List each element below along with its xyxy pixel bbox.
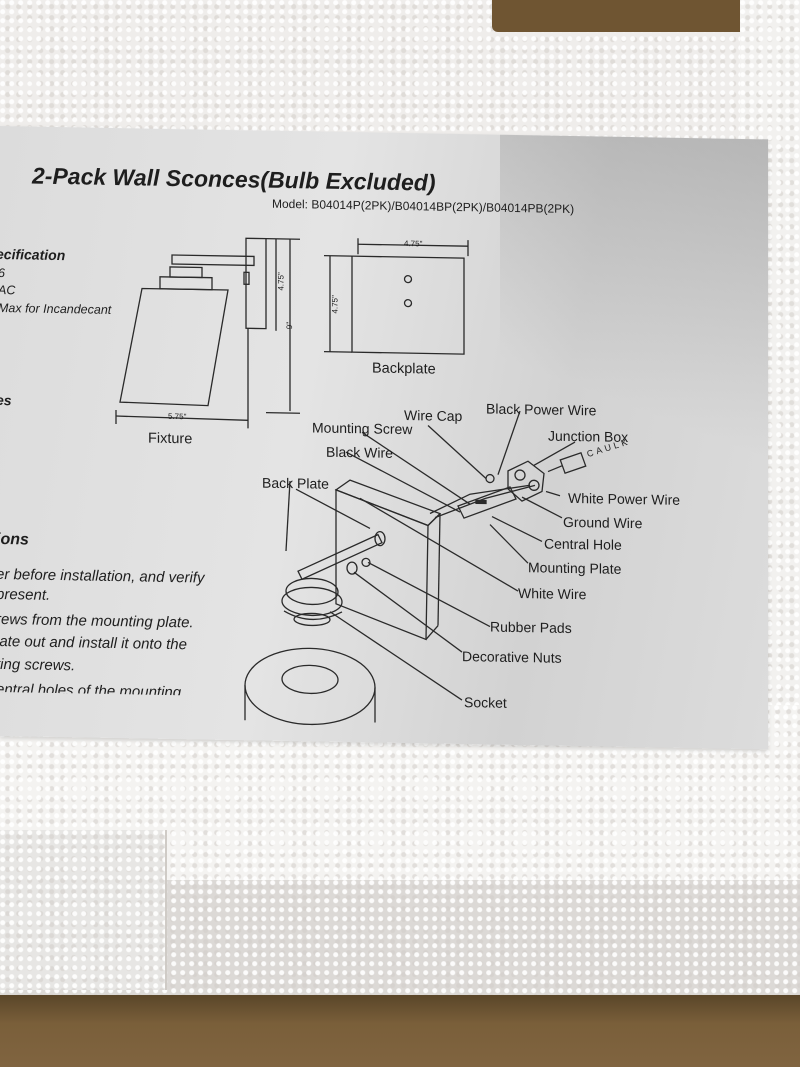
styrofoam-step (0, 830, 167, 990)
label-socket: Socket (464, 694, 507, 711)
backplate-drawing (324, 238, 469, 355)
label-rubber-pads: Rubber Pads (490, 618, 572, 636)
label-white-wire: White Wire (518, 585, 587, 603)
backplate-height-dim: 4.75" (330, 295, 340, 314)
label-decorative-nuts: Decorative Nuts (462, 648, 562, 666)
fixture-drawing (115, 237, 300, 429)
fixture-total-height-dim: 9" (285, 321, 295, 330)
label-central-hole: Central Hole (544, 535, 622, 553)
cardboard-top-edge (492, 0, 750, 32)
label-mounting-plate: Mounting Plate (528, 559, 622, 577)
label-wire-cap: Wire Cap (404, 407, 463, 425)
label-black-wire: Black Wire (326, 443, 393, 461)
backplate-width-dim: 4.75" (404, 239, 423, 249)
instruction-sheet: 2-Pack Wall Sconces(Bulb Excluded) Model… (0, 126, 768, 750)
label-white-power-wire: White Power Wire (568, 489, 681, 508)
line-drawings (115, 237, 587, 726)
fixture-backplate-height-dim: 4.75" (276, 272, 286, 291)
label-black-power-wire: Black Power Wire (486, 400, 597, 419)
label-ground-wire: Ground Wire (563, 513, 643, 532)
cardboard-bottom-edge (0, 995, 800, 1067)
fixture-caption: Fixture (148, 430, 193, 448)
exploded-view (244, 410, 587, 726)
label-mounting-screw: Mounting Screw (312, 419, 413, 438)
label-back-plate: Back Plate (262, 474, 329, 492)
fixture-width-dim: 5.75" (168, 411, 187, 422)
backplate-caption: Backplate (372, 360, 436, 378)
